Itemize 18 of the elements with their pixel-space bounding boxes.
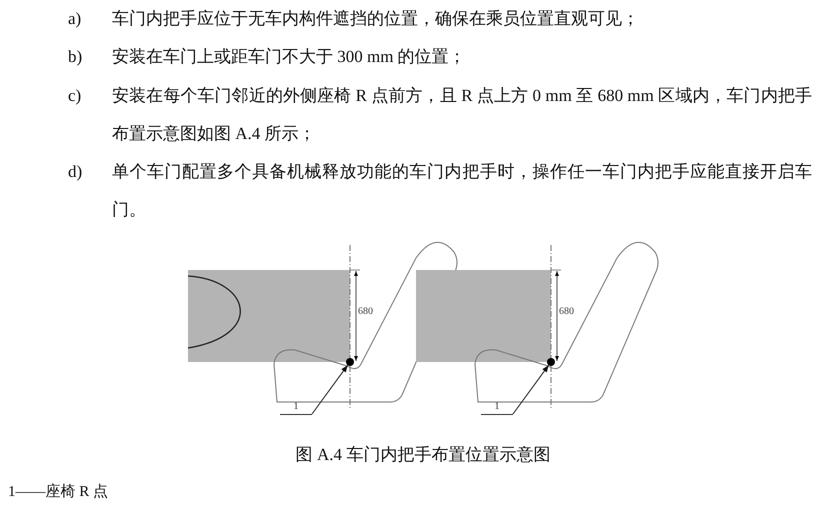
requirement-text: 安装在车门上或距车门不大于 300 mm 的位置； [112,46,467,68]
requirement-text: 车门内把手应位于无车内构件遮挡的位置，确保在乘员位置直观可见； [112,8,640,30]
r-point-dot [547,358,555,366]
leader-line [312,364,348,414]
dimension-label: 680 [559,305,574,319]
list-marker: c) [68,85,82,107]
list-marker: b) [68,46,84,68]
list-marker: a) [68,8,82,30]
dimension-label: 680 [358,305,373,319]
requirement-text: 安装在每个车门邻近的外侧座椅 R 点前方，且 R 点上方 0 mm 至 680 mm 区域内，车门内把手布置示意图如图 A.4 所示； [112,85,812,145]
requirement-text: 单个车门配置多个具备机械释放功能的车门内把手时，操作任一车门内把手应能直接开启车门。 [112,161,812,221]
legend-note: 1——座椅 R 点 [8,482,108,502]
callout-number: 1 [280,400,312,415]
list-marker: d) [68,161,84,183]
leader-line [512,364,550,414]
r-point-dot [346,358,354,366]
figure-caption: 图 A.4 车门内把手布置位置示意图 [294,444,552,466]
callout-number: 1 [481,400,513,415]
